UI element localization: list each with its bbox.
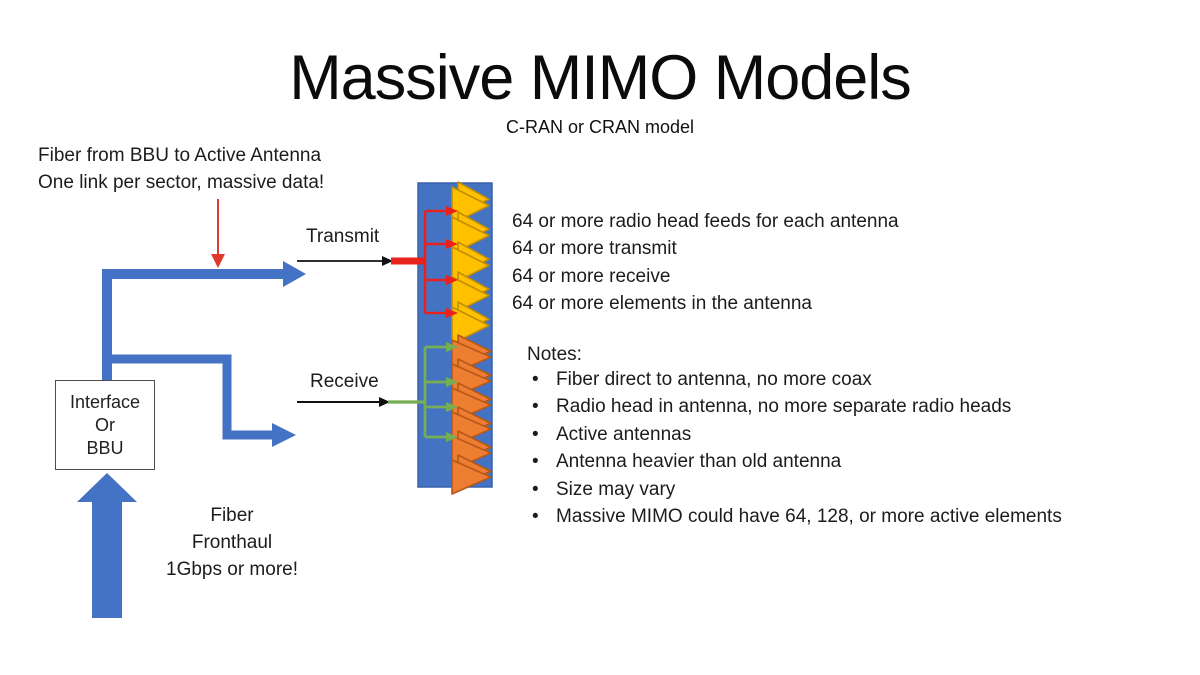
callout-arrow — [211, 199, 225, 268]
interface-box-line3: BBU — [86, 437, 124, 458]
transmit-flow-arrow — [102, 261, 306, 381]
receive-element-triangles — [451, 334, 492, 495]
transmit-arrow — [297, 256, 393, 266]
slide-subtitle: C-RAN or CRAN model — [505, 117, 695, 137]
note-item: Massive MIMO could have 64, 128, or more… — [528, 503, 1062, 531]
note-item: Active antennas — [528, 421, 1062, 449]
antenna-fact-line: 64 or more receive — [512, 265, 671, 287]
antenna-facts: 64 or more radio head feeds for each ant… — [512, 208, 899, 318]
transmit-label: Transmit — [306, 226, 380, 247]
interface-box-line2: Or — [95, 414, 115, 435]
receive-feed-tree — [388, 342, 458, 442]
notes-list: Fiber direct to antenna, no more coax Ra… — [528, 366, 1062, 531]
antenna-fact-line: 64 or more radio head feeds for each ant… — [512, 211, 899, 232]
note-item: Antenna heavier than old antenna — [528, 448, 1062, 476]
fiber-callout-line1: Fiber from BBU to Active Antenna — [38, 145, 322, 166]
antenna-fact-line: 64 or more elements in the antenna — [512, 293, 812, 315]
fronthaul-line1: Fiber — [210, 505, 254, 526]
transmit-element-triangles — [451, 181, 490, 345]
notes-heading: Notes: — [527, 344, 582, 365]
receive-flow-arrow — [107, 354, 296, 447]
fiber-callout-line2: One link per sector, massive data! — [38, 172, 325, 193]
receive-arrow — [297, 397, 390, 407]
interface-box-line1: Interface — [69, 391, 141, 412]
antenna-fact-line: 64 or more transmit — [512, 238, 677, 260]
fronthaul-label: Fiber Fronthaul 1Gbps or more! — [152, 502, 312, 583]
fiber-callout: Fiber from BBU to Active Antenna One lin… — [38, 142, 324, 196]
slide-title: Massive MIMO Models — [289, 43, 912, 113]
fronthaul-line3: 1Gbps or more! — [166, 559, 298, 580]
transmit-feed-tree — [391, 206, 458, 318]
note-item: Radio head in antenna, no more separate … — [528, 393, 1062, 421]
interface-bbu-box: Interface Or BBU — [55, 380, 155, 470]
fronthaul-line2: Fronthaul — [191, 532, 273, 553]
receive-label: Receive — [310, 371, 379, 392]
fronthaul-up-arrow — [77, 473, 137, 618]
note-item: Size may vary — [528, 476, 1062, 504]
note-item: Fiber direct to antenna, no more coax — [528, 366, 1062, 394]
